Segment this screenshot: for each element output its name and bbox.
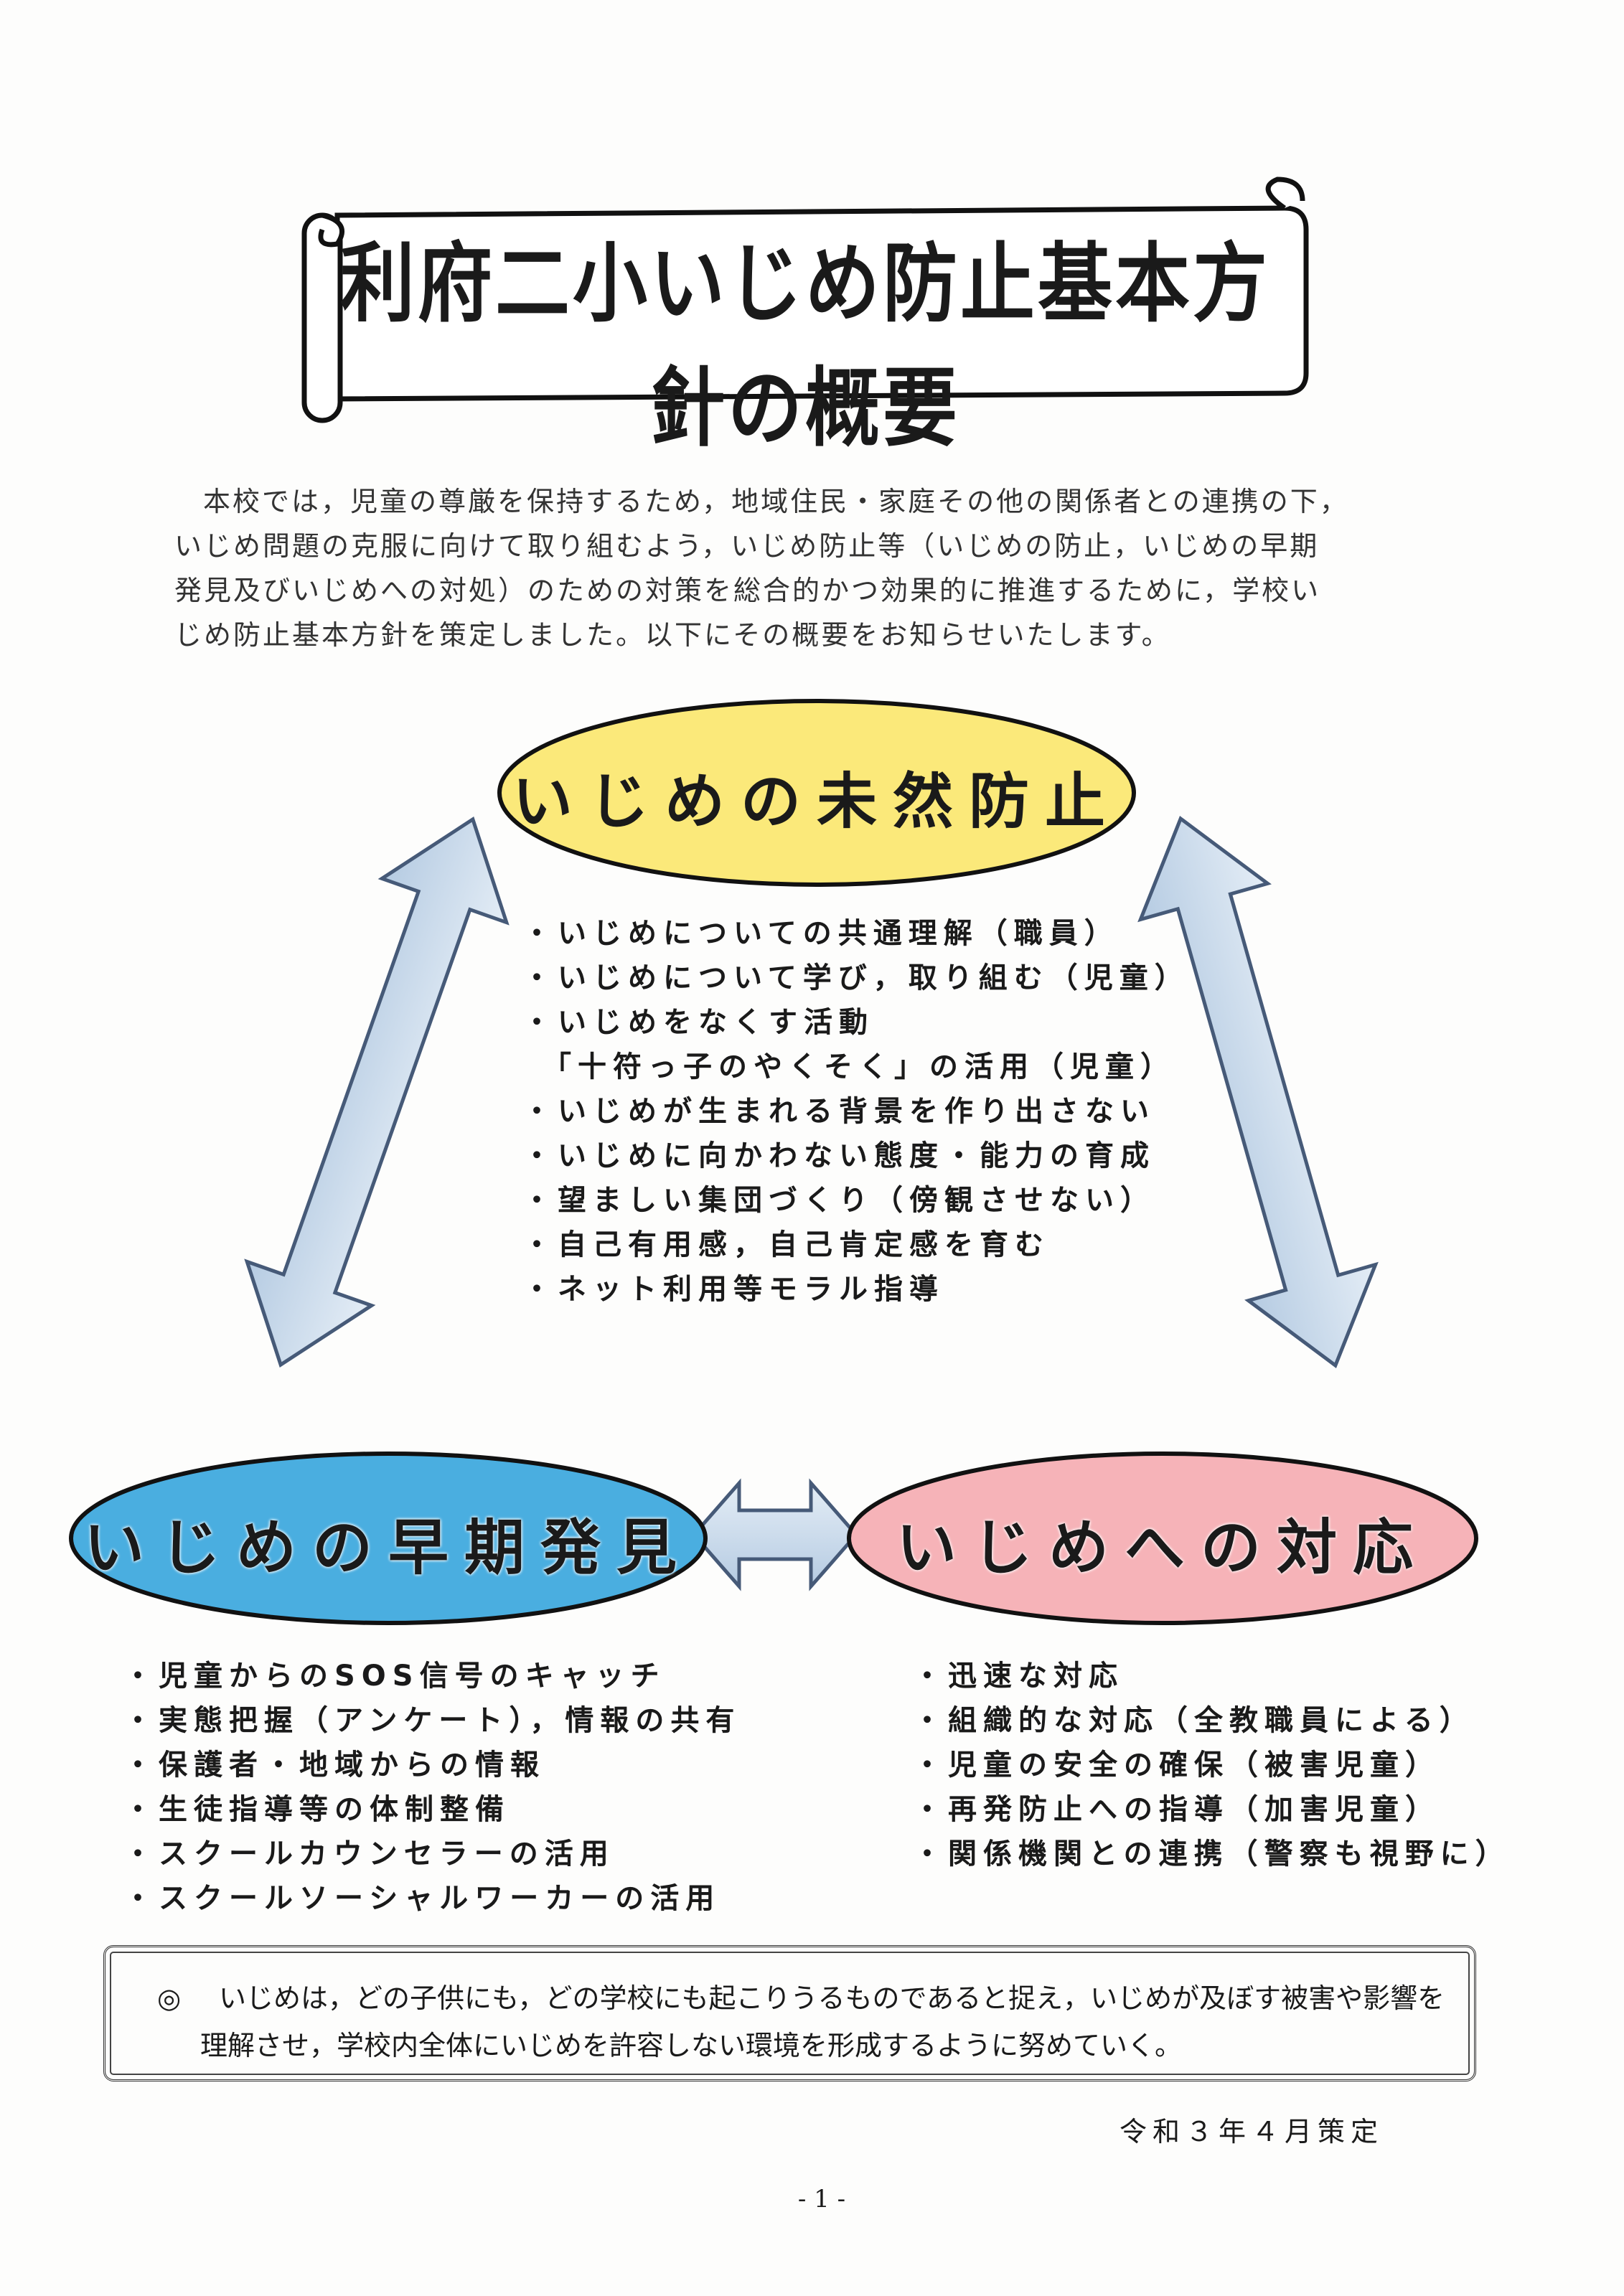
note-line: 理解させ，学校内全体にいじめを許容しない環境を形成するように努めていく。 xyxy=(200,2030,1183,2061)
prevention-oval xyxy=(497,699,1136,887)
note-line: いじめは，どの子供にも，どの学校にも起こりうるものであると捉え，いじめが及ぼす被… xyxy=(219,1982,1445,2014)
list-item: ・いじめについての共通理解（職員） xyxy=(522,917,1120,950)
page-title: 利府二小いじめ防止基本方針の概要 xyxy=(339,232,1270,458)
list-item: 「十符っ子のやくそく」の活用（児童） xyxy=(543,1050,1175,1083)
intro-line: じめ防止基本方針を策定しました。以下にその概要をお知らせいたします。 xyxy=(174,619,1171,651)
title-scroll-banner xyxy=(301,177,1309,423)
arrow-prevention-to-response xyxy=(1137,816,1379,1368)
response-heading: いじめへの対応 xyxy=(896,1512,1429,1583)
list-item: ・いじめについて学び，取り組む（児童） xyxy=(522,961,1190,994)
prevention-heading: いじめの未然防止 xyxy=(512,766,1121,837)
early-detection-heading: いじめの早期発見 xyxy=(83,1512,693,1583)
early-detection-oval xyxy=(69,1452,708,1625)
response-list: ・迅速な対応 ・組織的な対応（全教職員による） ・児童の安全の確保（被害児童） … xyxy=(913,1654,1511,1876)
list-item: ・スクールソーシャルワーカーの活用 xyxy=(123,1882,721,1915)
enactment-date: 令和３年４月策定 xyxy=(1120,2116,1384,2147)
list-item: ・保護者・地域からの情報 xyxy=(123,1749,545,1782)
list-item: ・いじめに向かわない態度・能力の育成 xyxy=(522,1139,1155,1172)
policy-note-box: ◎ いじめは，どの子供にも，どの学校にも起こりうるものであると捉え，いじめが及ぼ… xyxy=(103,1945,1476,2081)
response-oval xyxy=(847,1452,1478,1625)
double-circle-mark: ◎ xyxy=(157,1982,182,2014)
page-number: - 1 - xyxy=(797,2185,846,2213)
list-item: ・実態把握（アンケート），情報の共有 xyxy=(123,1704,741,1737)
list-item: ・生徒指導等の体制整備 xyxy=(123,1793,510,1826)
arrow-detection-to-response xyxy=(691,1478,859,1591)
list-item: ・いじめをなくす活動 xyxy=(522,1006,874,1039)
list-item: ・関係機関との連携（警察も視野に） xyxy=(913,1838,1511,1871)
intro-line: 発見及びいじめへの対処）のための対策を総合的かつ効果的に推進するために，学校い xyxy=(174,575,1321,606)
early-detection-list: ・児童からのSOS信号のキャッチ ・実態把握（アンケート），情報の共有 ・保護者… xyxy=(123,1654,741,1921)
list-item: ・スクールカウンセラーの活用 xyxy=(123,1838,615,1871)
list-item: ・児童の安全の確保（被害児童） xyxy=(913,1749,1440,1782)
list-item: ・再発防止への指導（加害児童） xyxy=(913,1793,1440,1826)
list-item: ・組織的な対応（全教職員による） xyxy=(913,1704,1475,1737)
arrow-prevention-to-detection xyxy=(244,817,510,1368)
list-item: ・ネット利用等モラル指導 xyxy=(522,1273,944,1306)
list-item: ・いじめが生まれる背景を作り出さない xyxy=(522,1095,1155,1128)
list-item: ・自己有用感，自己肯定感を育む xyxy=(522,1228,1050,1261)
prevention-list: ・いじめについての共通理解（職員） ・いじめについて学び，取り組む（児童） ・い… xyxy=(522,911,1190,1312)
list-item: ・望ましい集団づくり（傍観させない） xyxy=(522,1184,1155,1217)
intro-paragraph: 本校では，児童の尊厳を保持するため，地域住民・家庭その他の関係者との連携の下， … xyxy=(174,479,1437,657)
list-item: ・迅速な対応 xyxy=(913,1660,1124,1693)
intro-line: 本校では，児童の尊厳を保持するため，地域住民・家庭その他の関係者との連携の下， xyxy=(203,486,1349,517)
intro-line: いじめ問題の克服に向けて取り組むよう，いじめ防止等（いじめの防止，いじめの早期 xyxy=(174,530,1320,562)
list-item: ・児童からのSOS信号のキャッチ xyxy=(123,1660,666,1693)
